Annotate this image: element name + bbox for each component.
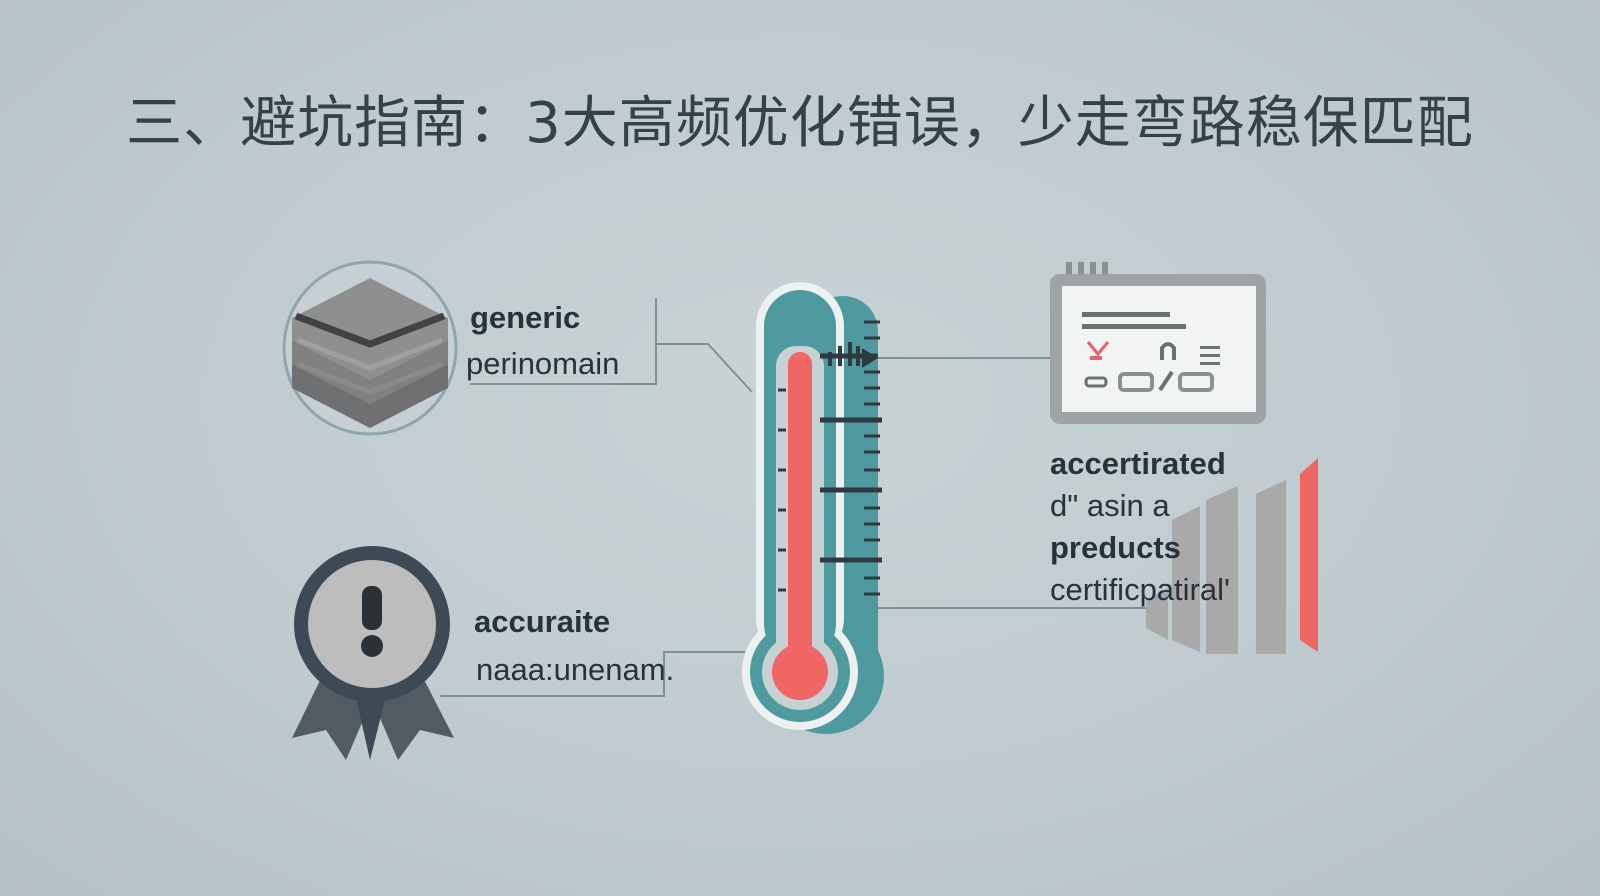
- thermometer-icon: [742, 282, 884, 734]
- bar-chart-icon: [1146, 458, 1318, 654]
- label-generic: generic: [470, 300, 581, 335]
- label-preducts: preducts: [1050, 530, 1181, 565]
- bar-1: [1146, 588, 1168, 640]
- connector-lines: [440, 298, 1150, 697]
- bar-3: [1206, 486, 1238, 654]
- award-badge-icon: [292, 546, 454, 760]
- page-title: 三、避坑指南：3大高频优化错误，少走弯路稳保匹配: [126, 91, 1474, 156]
- connector-top-left: [470, 298, 657, 385]
- label-naaa-unenam: naaa:unenam.: [476, 652, 675, 687]
- label-certificpatiral: certificpatiral': [1050, 572, 1230, 607]
- connector-top-left-to-thermo: [656, 343, 753, 393]
- label-perinomain: perinomain: [466, 346, 620, 381]
- bar-2: [1172, 506, 1200, 652]
- layers-icon: [282, 260, 458, 436]
- label-asin-a: d" asin a: [1050, 488, 1170, 523]
- bar-4: [1256, 480, 1286, 654]
- bar-5: [1300, 458, 1318, 652]
- label-accuraite: accuraite: [474, 604, 611, 639]
- label-accertirated: accertirated: [1050, 446, 1226, 481]
- window-icon: [1050, 262, 1266, 424]
- connector-bottom-left: [440, 651, 745, 697]
